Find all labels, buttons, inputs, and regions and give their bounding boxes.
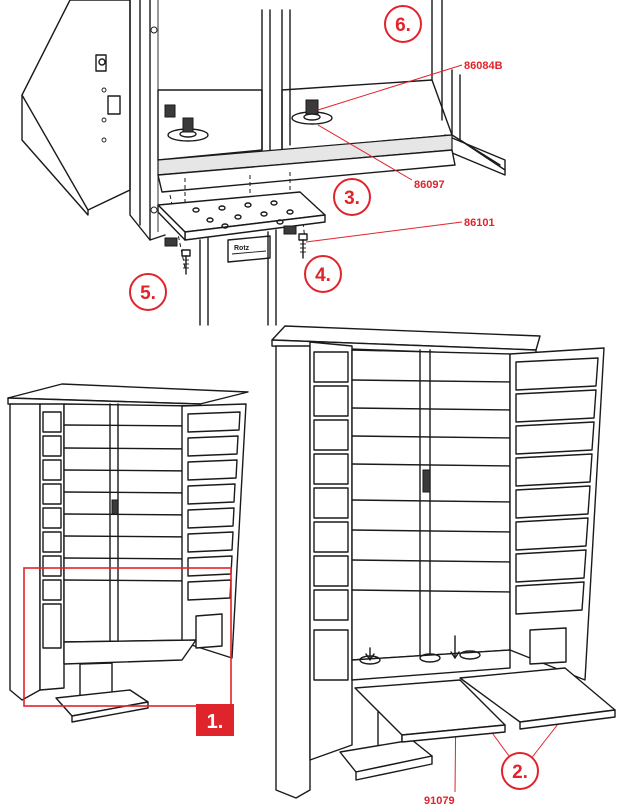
part-number-86084b: 86084B: [464, 60, 503, 72]
label-plate-text: Rotz: [234, 245, 250, 252]
left-cabinet-shelves: [63, 424, 197, 582]
step-2-marker: 2.: [501, 752, 539, 790]
cabinet-right-view: [271, 325, 616, 799]
right-door-compartments: [187, 411, 241, 649]
right-view-left-door-slots: [313, 351, 349, 681]
cabinet-left-view: [7, 383, 249, 723]
part-number-86101: 86101: [464, 217, 495, 229]
step-1-label: 1.: [207, 711, 224, 733]
mounting-plate-right: [459, 667, 616, 730]
plate-holes: [192, 200, 294, 229]
step-4-marker: 4.: [304, 255, 342, 293]
mounting-plate-left: [354, 679, 506, 743]
bolt-right: [298, 233, 308, 259]
part-number-86097: 86097: [414, 179, 445, 191]
part-number-91079: 91079: [424, 795, 455, 807]
step-6-marker: 6.: [384, 5, 422, 43]
step-1-marker: 1.: [196, 704, 234, 736]
step-3-label: 3.: [344, 188, 360, 209]
step-5-marker: 5.: [129, 273, 167, 311]
top-detail-view: Rotz: [21, 0, 506, 326]
label-plate: Rotz: [227, 235, 271, 263]
step-4-label: 4.: [315, 265, 331, 286]
step-2-label: 2.: [512, 762, 528, 783]
right-view-right-door-slots: [515, 357, 599, 665]
step-5-label: 5.: [140, 283, 156, 304]
right-cabinet-shelves: [351, 379, 511, 593]
step-3-marker: 3.: [333, 178, 371, 216]
callout-leaders: [305, 64, 566, 793]
left-door-compartments: [42, 411, 62, 649]
bolt-left: [181, 249, 191, 275]
step-6-label: 6.: [395, 15, 411, 36]
highlight-box: [23, 567, 232, 707]
